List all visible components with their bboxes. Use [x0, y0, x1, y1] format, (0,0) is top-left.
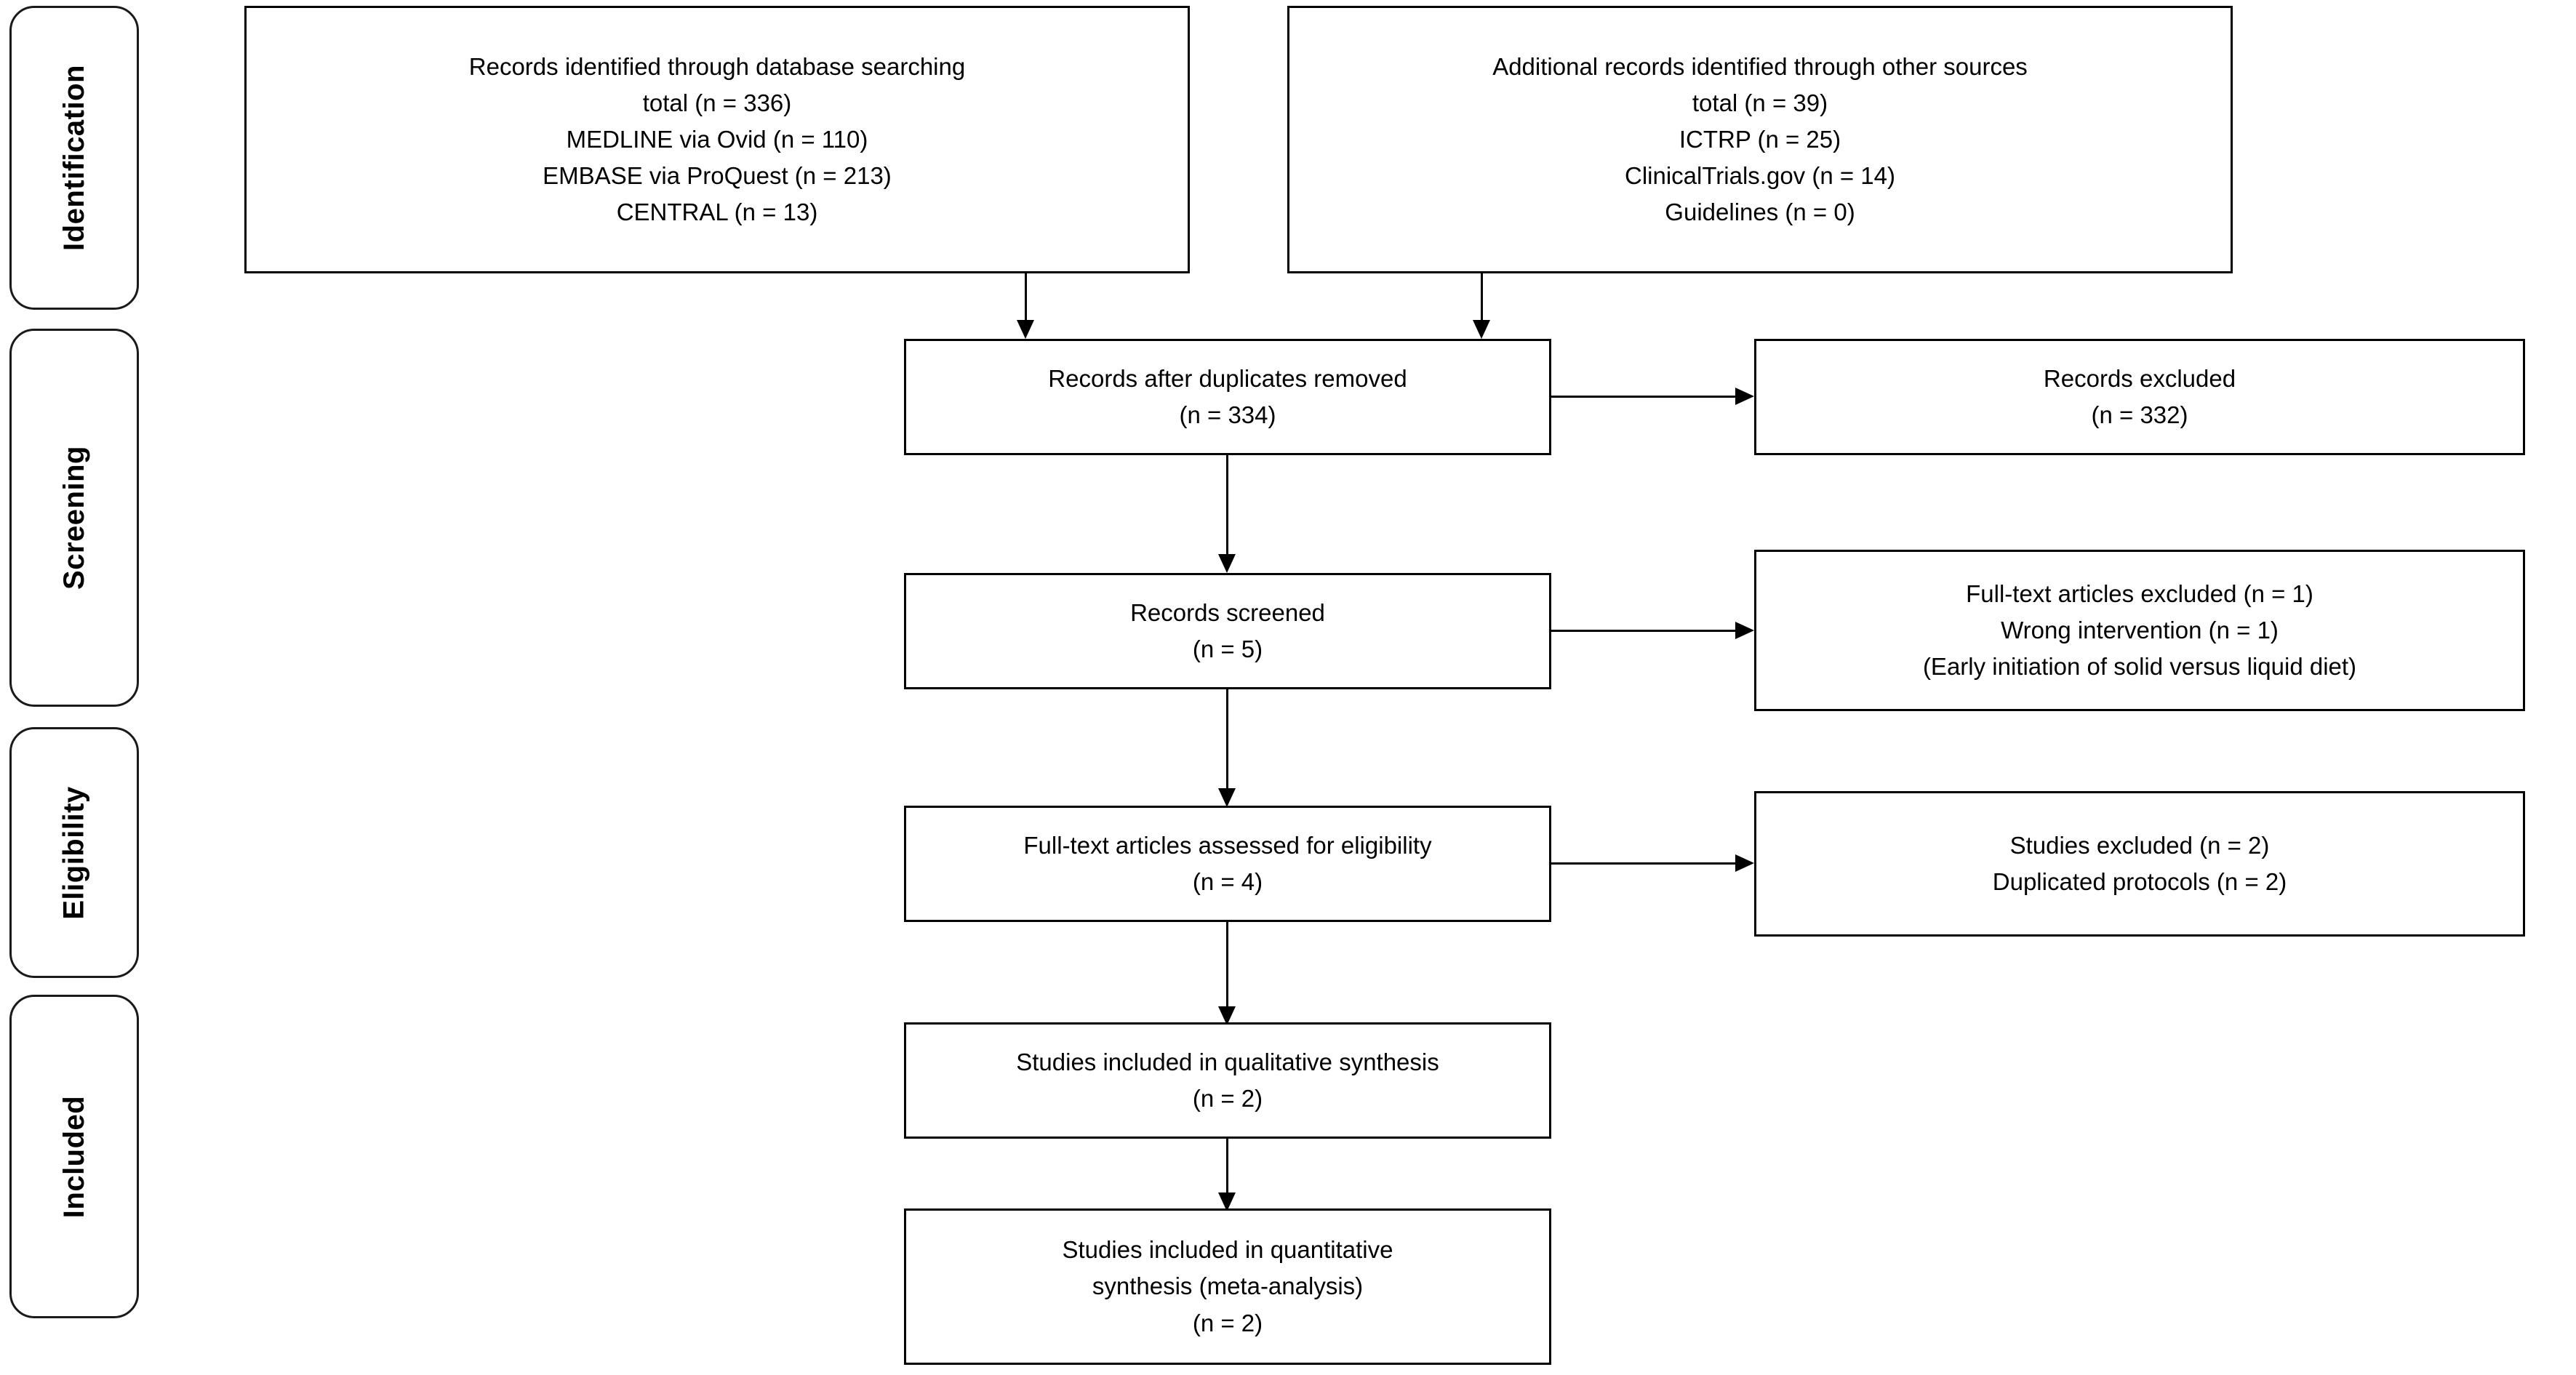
box-line: Duplicated protocols (n = 2) [1992, 868, 2287, 895]
connector-other-to-duplicates [1481, 273, 1483, 329]
box-line: total (n = 336) [642, 89, 792, 116]
arrowhead-qualitative-to-quantitative [1218, 1192, 1236, 1211]
box-line: CENTRAL (n = 13) [616, 199, 818, 226]
box-line: Records screened [1130, 598, 1325, 626]
arrowhead-screened-to-fulltext-excluded [1735, 622, 1754, 639]
box-line: (n = 2) [1192, 1085, 1263, 1112]
box-line: (n = 5) [1192, 636, 1263, 662]
connector-qualitative-to-quantitative [1226, 1139, 1228, 1215]
connector-screened-to-fulltext-excluded [1551, 630, 1735, 632]
box-duplicates-removed: Records after duplicates removed (n = 33… [904, 339, 1551, 455]
box-line: (n = 2) [1192, 1309, 1263, 1336]
connector-assessed-to-studies-excluded [1551, 862, 1735, 865]
box-fulltext-assessed: Full-text articles assessed for eligibil… [904, 806, 1551, 922]
arrowhead-other-to-duplicates [1473, 320, 1490, 339]
box-line: Guidelines (n = 0) [1665, 199, 1855, 226]
box-line: (Early initiation of solid versus liquid… [1922, 653, 2357, 681]
box-records-excluded: Records excluded (n = 332) [1754, 339, 2525, 455]
box-line: (n = 332) [2091, 401, 2188, 428]
box-line: synthesis (meta-analysis) [1092, 1272, 1364, 1300]
connector-database-to-duplicates [1025, 273, 1027, 329]
box-line: (n = 4) [1192, 868, 1263, 895]
box-line: Studies included in qualitative synthesi… [1016, 1048, 1439, 1075]
box-database-searching: Records identified through database sear… [244, 6, 1190, 273]
box-line: ICTRP (n = 25) [1679, 125, 1841, 153]
arrowhead-assessed-to-studies-excluded [1735, 854, 1754, 872]
box-line: ClinicalTrials.gov (n = 14) [1625, 162, 1895, 190]
box-line: Full-text articles assessed for eligibil… [1023, 831, 1432, 859]
arrowhead-duplicates-to-screened [1218, 554, 1236, 573]
box-line: Full-text articles excluded (n = 1) [1966, 580, 2313, 607]
box-line: Wrong intervention (n = 1) [2001, 616, 2279, 644]
stage-eligibility-label: Eligibility [58, 785, 91, 920]
box-studies-excluded: Studies excluded (n = 2) Duplicated prot… [1754, 791, 2525, 937]
box-line: EMBASE via ProQuest (n = 213) [543, 162, 892, 190]
box-line: Additional records identified through ot… [1492, 52, 2028, 80]
stage-screening-label: Screening [58, 446, 90, 590]
stage-identification: Identification [9, 6, 139, 310]
box-line: MEDLINE via Ovid (n = 110) [566, 125, 868, 153]
connector-screened-to-assessed [1226, 689, 1228, 798]
arrowhead-database-to-duplicates [1017, 320, 1034, 339]
stage-eligibility: Eligibility [9, 727, 139, 978]
arrowhead-duplicates-to-excluded [1735, 388, 1754, 405]
box-line: Studies excluded (n = 2) [2009, 831, 2270, 859]
box-line: Studies included in quantitative [1062, 1236, 1393, 1264]
box-fulltext-excluded: Full-text articles excluded (n = 1) Wron… [1754, 550, 2525, 711]
box-quantitative-synthesis: Studies included in quantitative synthes… [904, 1208, 1551, 1365]
box-line: (n = 334) [1179, 401, 1276, 428]
box-line: Records identified through database sear… [468, 52, 966, 80]
box-qualitative-synthesis: Studies included in qualitative synthesi… [904, 1022, 1551, 1139]
box-other-sources: Additional records identified through ot… [1287, 6, 2233, 273]
arrowhead-screened-to-assessed [1218, 788, 1236, 807]
arrowhead-assessed-to-qualitative [1218, 1006, 1236, 1025]
stage-included-label: Included [57, 1095, 90, 1218]
stage-included: Included [9, 995, 139, 1318]
connector-duplicates-to-screened [1226, 455, 1228, 564]
stage-screening: Screening [9, 329, 139, 707]
connector-duplicates-to-excluded [1551, 396, 1735, 398]
stage-identification-label: Identification [58, 65, 91, 251]
box-line: total (n = 39) [1692, 89, 1828, 116]
box-records-screened: Records screened (n = 5) [904, 573, 1551, 689]
box-line: Records after duplicates removed [1048, 364, 1407, 392]
connector-assessed-to-qualitative [1226, 922, 1228, 1017]
box-line: Records excluded [2043, 364, 2236, 392]
